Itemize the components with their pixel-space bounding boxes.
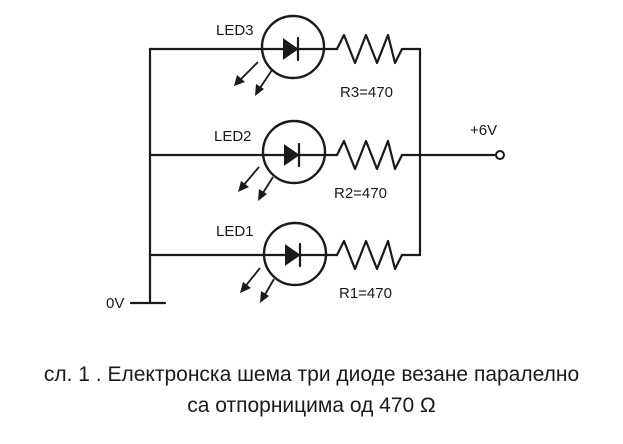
r1-label: R1=470 [339, 285, 392, 302]
ground-label: 0V [106, 295, 124, 312]
r2-label: R2=470 [334, 185, 387, 202]
r3-label: R3=470 [340, 84, 393, 101]
led2-label: LED2 [214, 128, 252, 145]
caption-line-2: са отпорницима од 470 Ω [187, 394, 436, 417]
supply-label: +6V [470, 122, 497, 139]
led3-symbol [234, 14, 326, 96]
led2-symbol [238, 119, 327, 201]
resistor-r2 [335, 139, 404, 171]
resistor-r1 [335, 239, 404, 271]
resistor-r3 [335, 33, 404, 65]
caption-line-1: сл. 1 . Електронска шема три диоде везан… [43, 363, 580, 386]
led1-label: LED1 [216, 223, 254, 240]
led1-symbol [240, 221, 328, 303]
supply-terminal [495, 150, 505, 160]
led3-label: LED3 [216, 22, 254, 39]
